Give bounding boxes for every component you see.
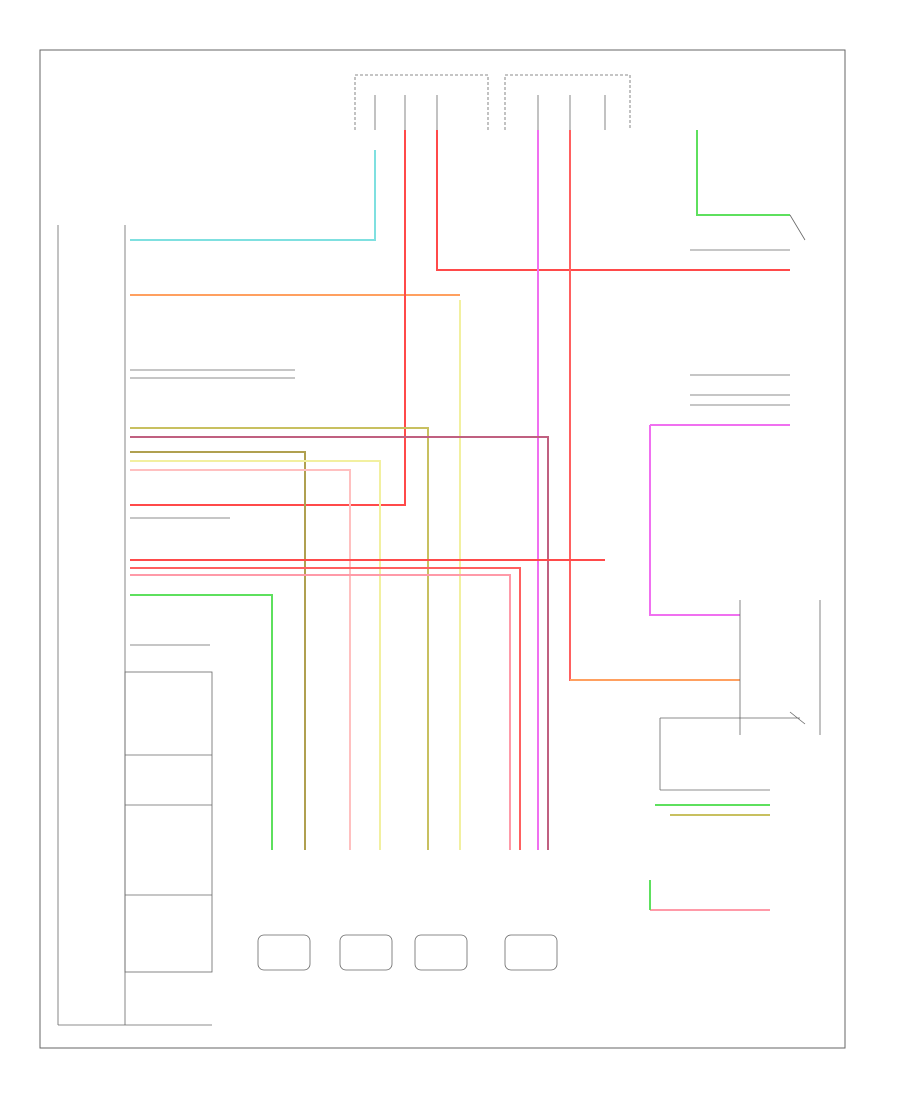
thin-wires (130, 249, 821, 791)
wire-red-brake (436, 130, 790, 271)
wire-pink-2 (130, 574, 511, 850)
fuses (374, 95, 606, 130)
fuse-block-left (354, 74, 489, 130)
sensor-lf (257, 934, 311, 971)
diagram-border (39, 49, 846, 1049)
wire-olive-1 (130, 427, 429, 850)
sensor-rf (414, 934, 468, 971)
wire-green-lf (130, 594, 273, 850)
wire-pink-1 (130, 469, 351, 850)
wire-light-blue (130, 150, 376, 241)
wire-maroon-1 (130, 436, 549, 850)
wire-yellow-2 (130, 460, 381, 850)
wire-magenta-traction (649, 425, 740, 616)
wires (130, 130, 790, 911)
wire-red-main (130, 130, 406, 506)
wheel-sensors (257, 934, 558, 971)
sensor-lr (339, 934, 393, 971)
wire-olive-2 (130, 451, 306, 850)
wire-green-top (696, 130, 790, 216)
sensor-rr (504, 934, 558, 971)
fuse-block-right (504, 74, 631, 130)
traction-control-switch (789, 214, 806, 725)
ebcm-module (57, 225, 213, 1026)
wire-red-3 (130, 567, 521, 850)
